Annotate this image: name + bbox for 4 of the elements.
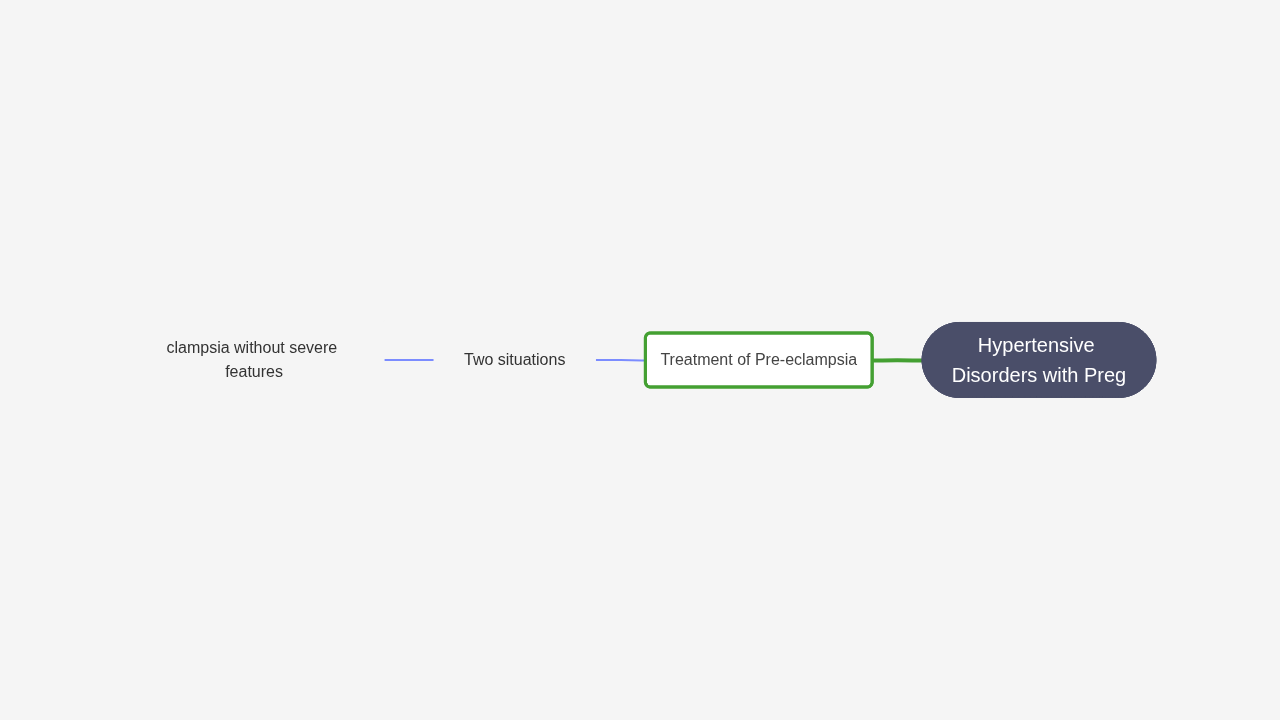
connector [383,359,436,361]
node-text: Two situations [464,350,566,368]
node-text: clampsia without severe features [166,339,338,380]
connector [872,358,923,363]
